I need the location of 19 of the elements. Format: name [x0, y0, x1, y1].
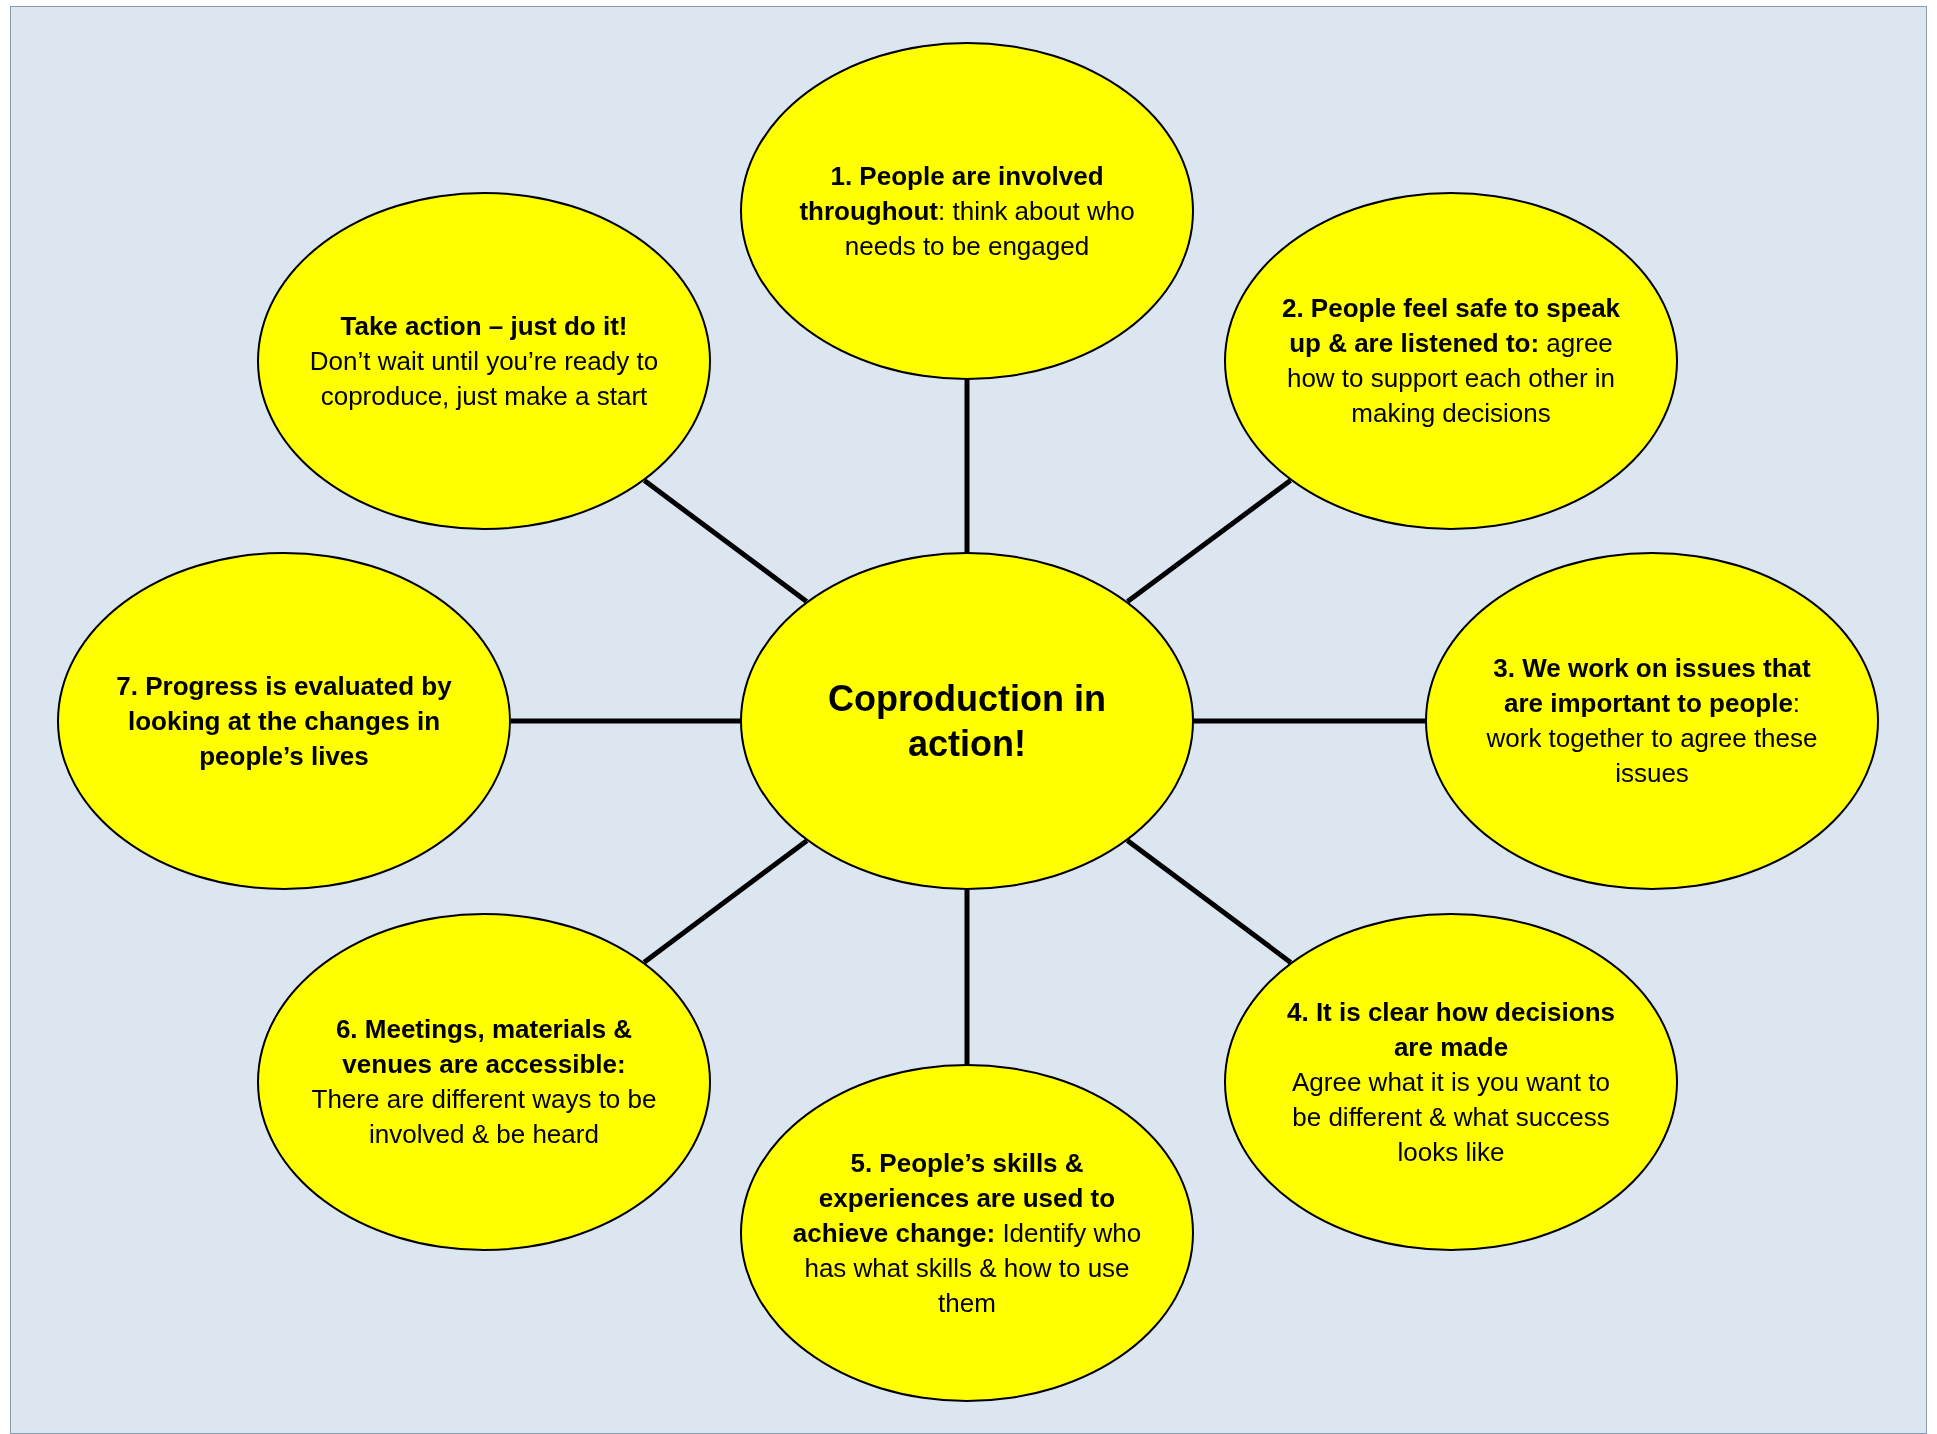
connector-line: [1125, 838, 1293, 965]
node-text: Don’t wait until you’re ready to coproduce, just make a start: [309, 344, 659, 413]
connector-line: [1194, 718, 1425, 724]
connector-line: [642, 838, 809, 965]
connector-line: [1126, 478, 1292, 604]
node-text: 6. Meetings, materials & venues are accessible: There are different ways to be involved & be heard: [310, 1013, 658, 1151]
node-text: Agree what it is you want to be different & what success looks like: [1291, 1065, 1611, 1169]
node-text: 2. People feel safe to speak up & are listened to: agree how to support each other in making decisions: [1280, 292, 1622, 430]
hub-title: Coproduction in action!: [827, 677, 1107, 766]
node-heading: Take action – just do it!: [339, 309, 629, 343]
connector-line: [511, 718, 740, 724]
node-heading: 4. It is clear how decisions are made: [1286, 995, 1616, 1064]
node-text: 7. Progress is evaluated by looking at the changes in people’s lives: [115, 669, 453, 773]
node-text: 1. People are involved throughout: think about who needs to be engaged: [798, 159, 1136, 263]
node-text: 3. We work on issues that are important to people: work together to agree these issues: [1485, 652, 1819, 790]
node-text: 5. People’s skills & experiences are used to achieve change: Identify who has what skills & how to use them: [792, 1146, 1142, 1320]
connector-line: [642, 478, 809, 604]
connector-line: [964, 890, 970, 1064]
connector-line: [964, 380, 970, 552]
